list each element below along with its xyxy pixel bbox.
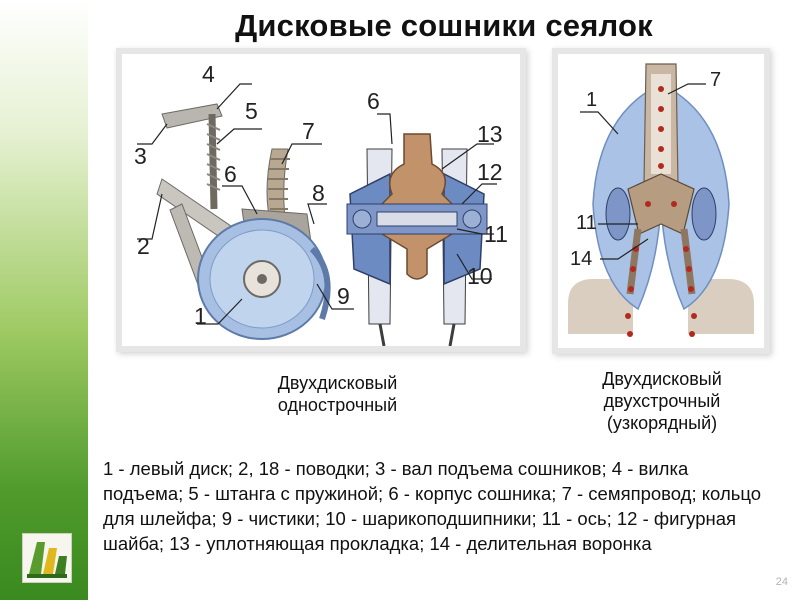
caption-two-row: Двухдисковый двухстрочный (узкорядный) [602, 369, 722, 433]
label-7: 7 [710, 69, 721, 91]
parts-legend: 1 - левый диск; 2, 18 - поводки; 3 - вал… [103, 458, 762, 554]
two-row-opener-figure: 7 1 11 14 [558, 54, 764, 348]
single-row-opener-drawing: 4 5 3 7 6 6 13 8 12 2 11 10 9 1 [134, 61, 508, 346]
page-number: 24 [775, 576, 788, 588]
label-6-right: 6 [367, 88, 380, 114]
label-3: 3 [134, 143, 147, 169]
two-row-opener-drawing: 7 1 11 14 [568, 63, 754, 337]
label-1: 1 [194, 303, 207, 329]
label-12: 12 [477, 159, 503, 185]
label-8: 8 [312, 180, 325, 206]
label-7: 7 [302, 118, 315, 144]
label-1: 1 [586, 89, 597, 111]
label-6-left: 6 [224, 161, 237, 187]
label-14: 14 [570, 248, 592, 270]
caption-single-row: Двухдисковый однострочный [277, 373, 398, 415]
label-10: 10 [467, 263, 493, 289]
label-9: 9 [337, 283, 350, 309]
label-11: 11 [484, 221, 508, 247]
green-sidebar [0, 0, 88, 600]
label-11: 11 [576, 212, 597, 234]
university-logo [22, 533, 72, 583]
label-13: 13 [477, 121, 503, 147]
single-row-opener-figure: 4 5 3 7 6 6 13 8 12 2 11 10 9 1 [122, 54, 520, 346]
logo-emblem-icon [27, 542, 67, 578]
slide-title: Дисковые сошники сеялок [235, 8, 653, 43]
label-2: 2 [137, 233, 150, 259]
label-4: 4 [202, 61, 215, 87]
label-5: 5 [245, 98, 258, 124]
